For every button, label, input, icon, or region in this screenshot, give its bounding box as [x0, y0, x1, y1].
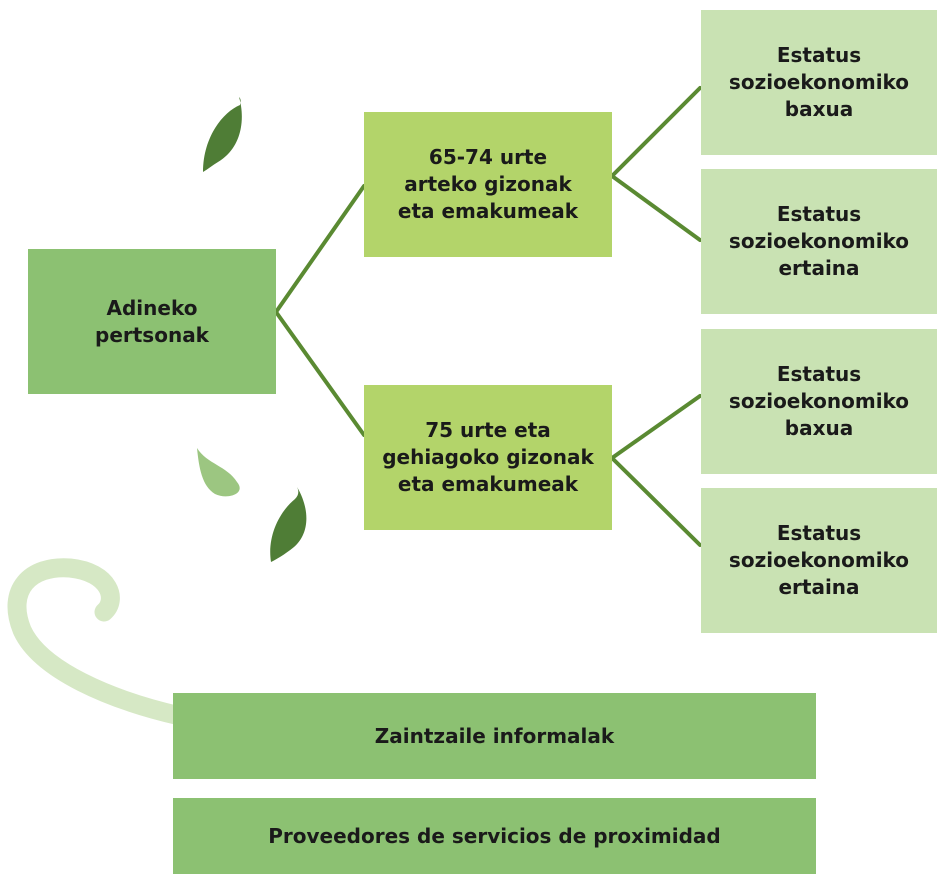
leaf-icon [203, 97, 242, 172]
group-node-75-plus: 75 urte eta gehiagoko gizonak eta emakum… [364, 385, 612, 530]
connector-line [274, 310, 366, 437]
leaf-icon [270, 487, 307, 562]
leaf-label: Estatus sozioekonomiko ertaina [728, 202, 910, 280]
connector-line [610, 394, 702, 460]
connector-line [274, 184, 366, 314]
leaf-node: Estatus sozioekonomiko ertaina [701, 169, 937, 314]
root-label: Adineko pertsonak [95, 295, 209, 347]
leaf-label: Estatus sozioekonomiko baxua [728, 43, 910, 121]
group-label: 75 urte eta gehiagoko gizonak eta emakum… [382, 418, 594, 496]
leaf-node: Estatus sozioekonomiko baxua [701, 329, 937, 474]
bottom-label: Zaintzaile informalak [374, 724, 615, 748]
connector-line [610, 174, 702, 242]
swirl-vine [7, 558, 190, 726]
connectors [274, 86, 702, 547]
root-node: Adineko pertsonak [28, 249, 276, 394]
leaf-icon [197, 448, 240, 497]
leaf-label: Estatus sozioekonomiko baxua [728, 362, 910, 440]
leaf-node: Estatus sozioekonomiko ertaina [701, 488, 937, 633]
group-node-65-74: 65-74 urte arteko gizonak eta emakumeak [364, 112, 612, 257]
informal-caregivers-box: Zaintzaile informalak [173, 693, 816, 779]
leaf-node: Estatus sozioekonomiko baxua [701, 10, 937, 155]
group-label: 65-74 urte arteko gizonak eta emakumeak [397, 145, 579, 223]
proximity-services-box: Proveedores de servicios de proximidad [173, 798, 816, 874]
connector-line [610, 86, 702, 178]
connector-line [610, 456, 702, 547]
leaf-label: Estatus sozioekonomiko ertaina [728, 521, 910, 599]
bottom-label: Proveedores de servicios de proximidad [268, 824, 721, 848]
